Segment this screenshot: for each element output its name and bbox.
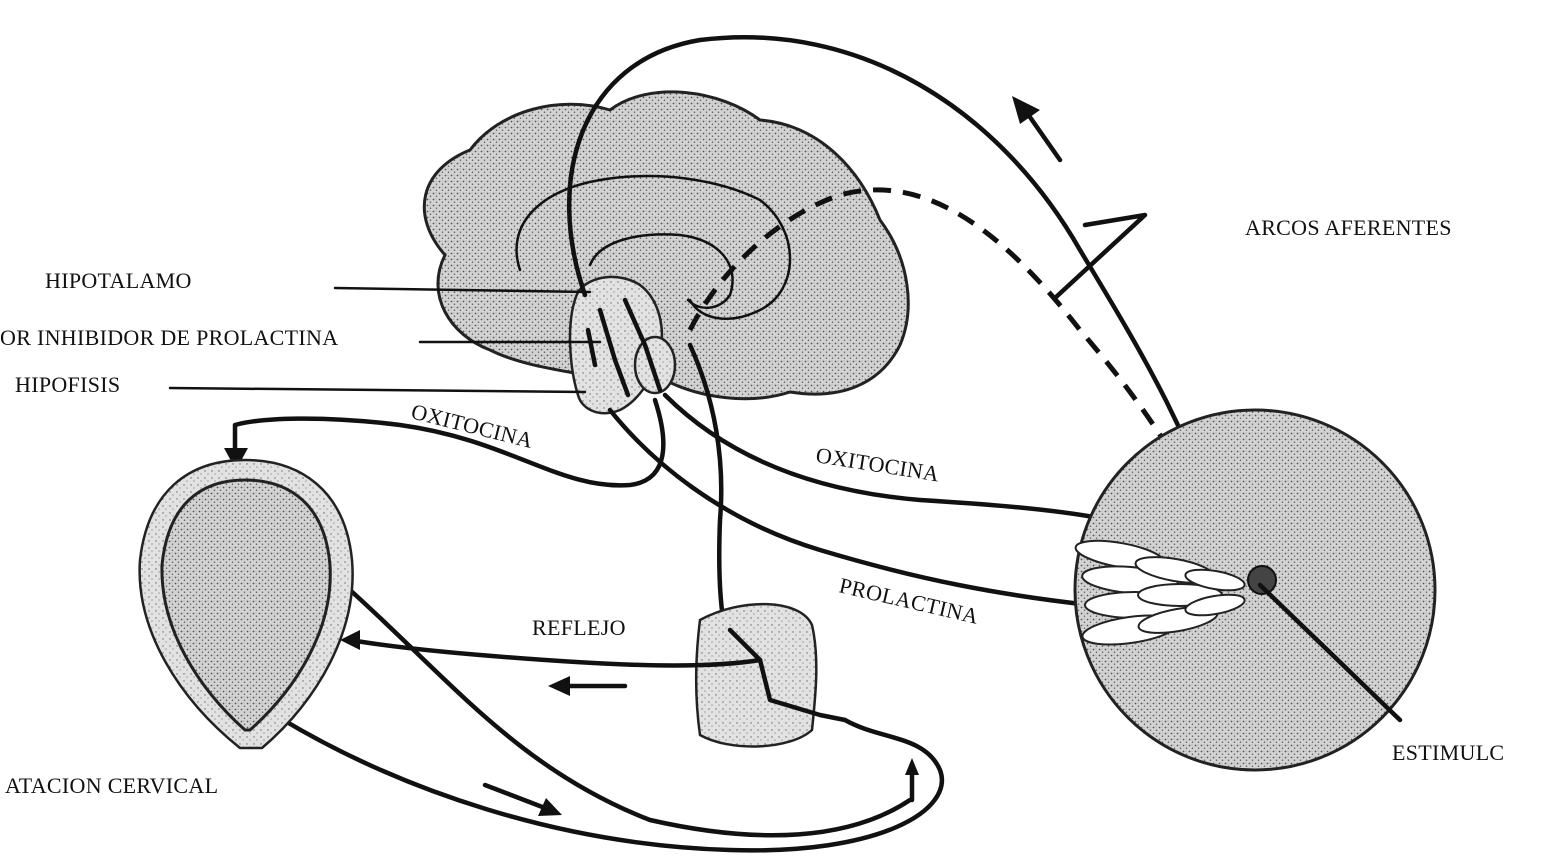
hipofisis-pointer — [170, 388, 585, 392]
spinal-cord — [696, 604, 845, 746]
afferent-arrow-up — [1025, 110, 1060, 160]
cervical-arrow-indicator — [485, 785, 545, 808]
afferent-arrowhead — [1012, 96, 1040, 124]
label-hipotalamo: HIPOTALAMO — [45, 268, 192, 293]
label-arcos-aferentes: ARCOS AFERENTES — [1245, 215, 1452, 240]
uterus — [140, 460, 353, 748]
cervical-loop-path-2 — [350, 590, 910, 835]
reflejo-arrow-indicator-head — [548, 676, 570, 696]
label-estimulo: ESTIMULC — [1392, 740, 1504, 765]
label-factor-inhibidor: OR INHIBIDOR DE PROLACTINA — [0, 325, 338, 350]
spinal-cord-segment — [696, 604, 816, 746]
cervical-loop-path — [280, 718, 942, 850]
breast — [1074, 410, 1435, 770]
label-prolactina: PROLACTINA — [837, 573, 981, 629]
label-hipofisis: HIPOFISIS — [15, 372, 120, 397]
label-dilatacion-cervical: ATACION CERVICAL — [5, 773, 218, 798]
label-oxitocina-breast: OXITOCINA — [814, 442, 941, 486]
label-oxitocina-uterus: OXITOCINA — [409, 399, 536, 453]
cervical-up-arrowhead — [905, 758, 919, 775]
label-reflejo: REFLEJO — [532, 615, 626, 640]
pituitary-gland — [635, 337, 675, 393]
